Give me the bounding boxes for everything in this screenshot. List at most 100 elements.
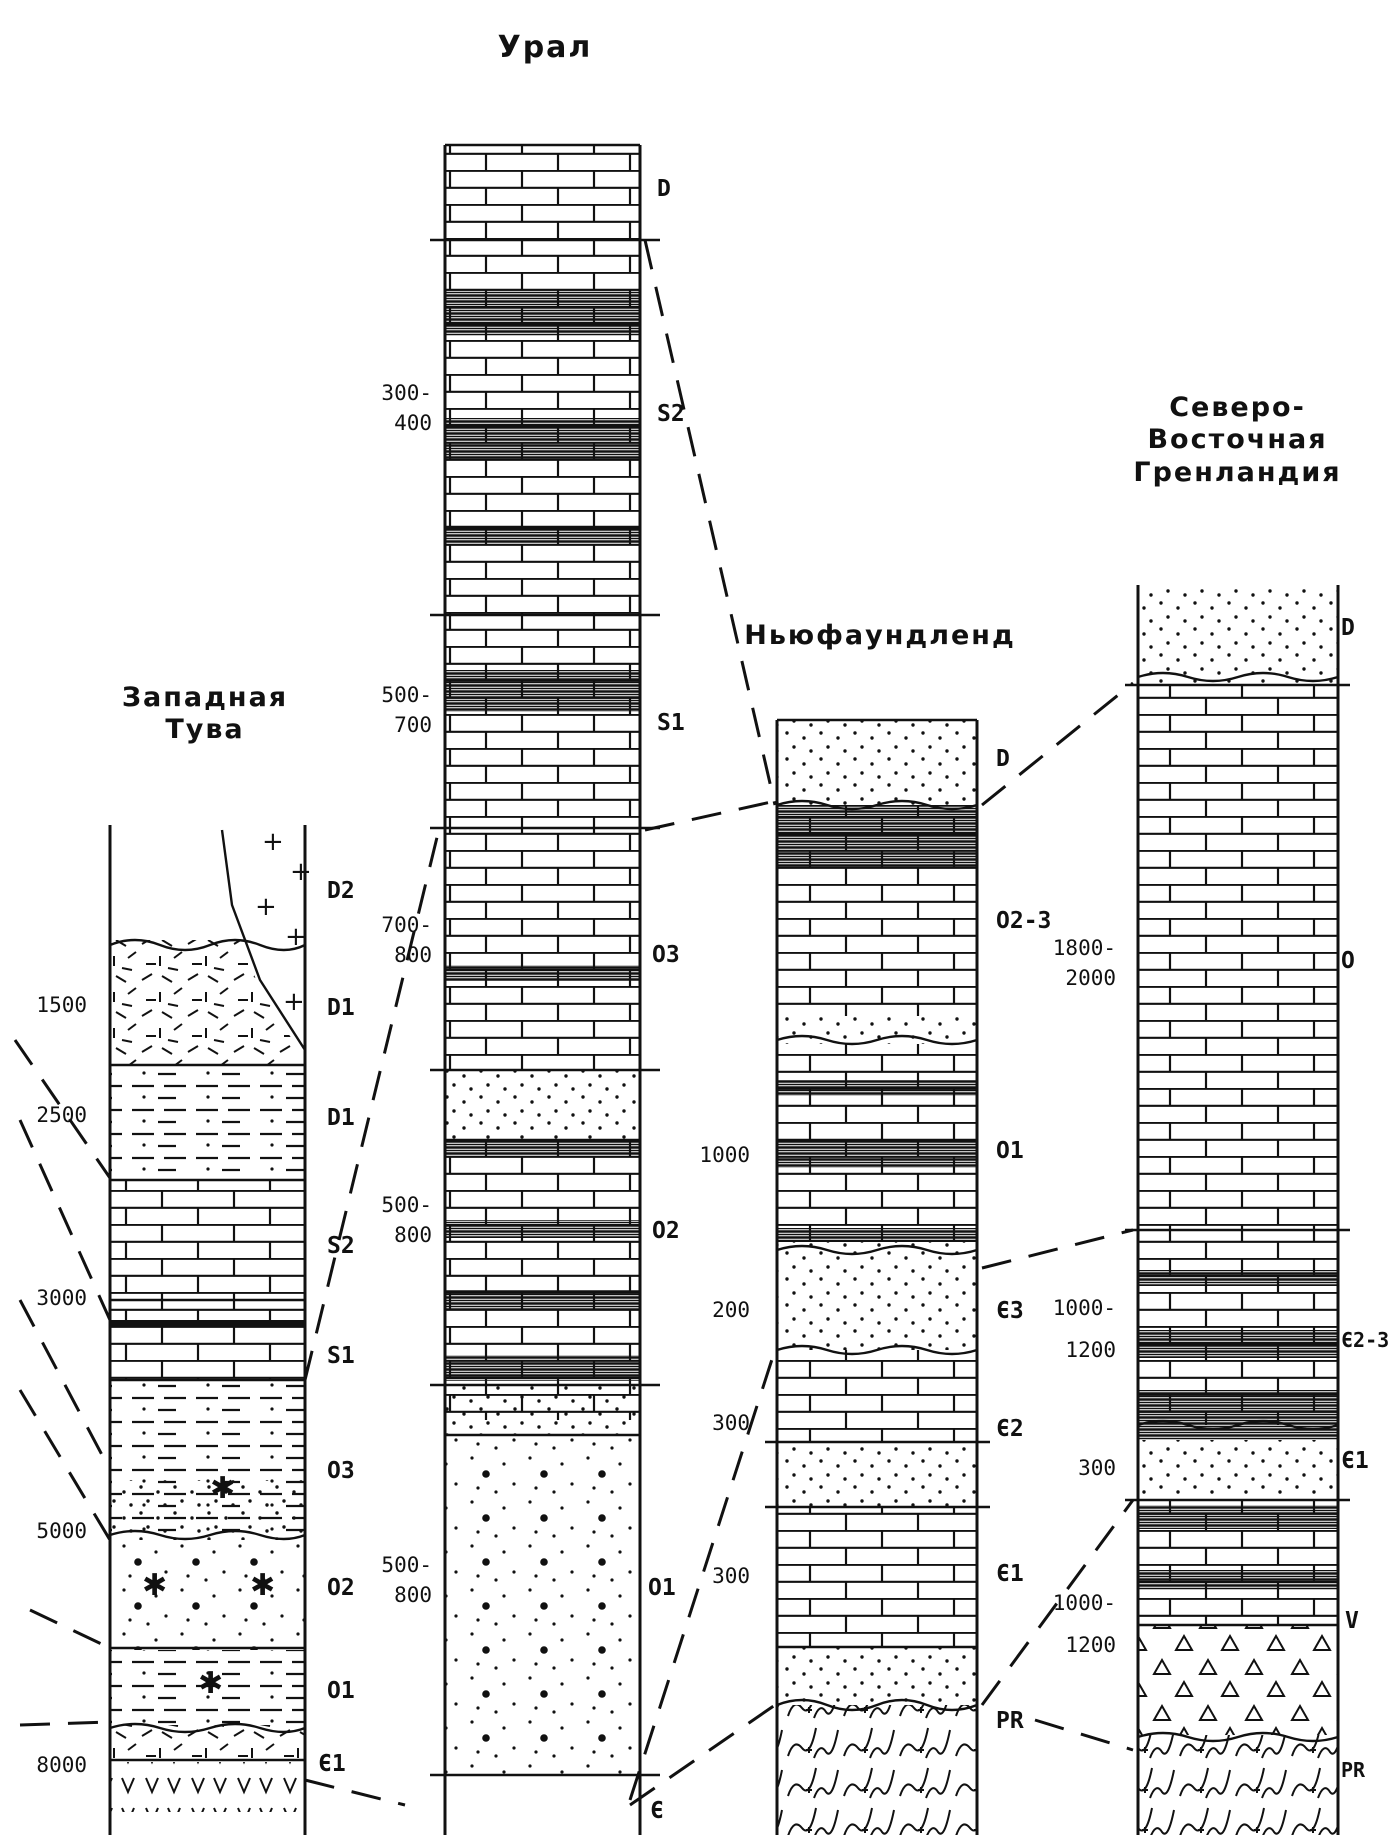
- svg-text:+: +: [262, 827, 284, 857]
- nf-age-label: O1: [996, 1138, 1024, 1164]
- gr-thickness-label: 1200: [1065, 1338, 1116, 1362]
- tuva-silt-o1: [110, 1650, 305, 1725]
- ural-thickness-label: 500-: [381, 683, 432, 707]
- nf-sand-d: [777, 720, 977, 805]
- correlation-lines: [13, 239, 1135, 1807]
- gr-thickness-label: 300: [1078, 1456, 1116, 1480]
- gr-age-label: Є1: [1341, 1448, 1369, 1474]
- nf-shale-band: [777, 805, 977, 867]
- tuva-age-label: D2: [327, 878, 355, 904]
- tuva-silt-d1: [110, 1070, 305, 1180]
- ural-age-label: O1: [648, 1575, 676, 1601]
- nf-limestone-e1: [777, 1507, 977, 1647]
- ural-shale-band: [445, 525, 640, 545]
- gr-sand-d: [1138, 585, 1338, 685]
- title-ne-greenland: Северо- Восточная Гренландия: [1120, 392, 1355, 489]
- title-west-tuva: Западная Тува: [110, 682, 300, 747]
- ural-age-label: S1: [657, 710, 685, 736]
- svg-text:+: +: [255, 892, 277, 922]
- title-west-tuva-line1: Западная: [121, 682, 289, 713]
- tuva-age-label: D1: [327, 995, 355, 1021]
- gr-age-label: D: [1341, 615, 1355, 641]
- ural-thickness-label: 700: [394, 713, 432, 737]
- ural-thickness-label: 800: [394, 943, 432, 967]
- title-ne-greenland-line1: Северо-: [1169, 392, 1306, 423]
- ural-age-label: O2: [652, 1218, 680, 1244]
- nf-age-label: Є2: [996, 1416, 1024, 1442]
- svg-text:+: +: [290, 857, 312, 887]
- ural-sand-band: [445, 1070, 640, 1140]
- tuva-age-label: S1: [327, 1343, 355, 1369]
- tuva-thickness-label: 1500: [36, 993, 87, 1017]
- ural-thickness-label: 700-: [381, 913, 432, 937]
- svg-text:✱: ✱: [198, 1666, 223, 1701]
- tuva-age-label: O1: [327, 1678, 355, 1704]
- gr-thickness-label: 1000-: [1052, 1296, 1116, 1320]
- nf-limestone-o: [777, 805, 977, 1290]
- nf-thickness-label: 1000: [699, 1143, 750, 1167]
- svg-text:+: +: [283, 987, 305, 1017]
- title-ural: Урал: [497, 30, 593, 65]
- title-newfoundland: Ньюфаундленд: [744, 620, 1016, 651]
- column-ne-greenland: [1125, 585, 1350, 1835]
- gr-tillite-v: [1138, 1625, 1338, 1735]
- tuva-age-label: S2: [327, 1233, 355, 1259]
- gr-age-label: Є2-3: [1341, 1328, 1389, 1352]
- nf-sand-e3: [777, 1242, 977, 1350]
- gr-thickness-label: 1800-: [1052, 936, 1116, 960]
- title-ne-greenland-line2: Восточная: [1147, 424, 1328, 456]
- tuva-thickness-label: 8000: [36, 1753, 87, 1777]
- svg-text:✱: ✱: [210, 1471, 235, 1506]
- gr-thickness-label: 1200: [1065, 1633, 1116, 1657]
- tuva-age-label: Є1: [318, 1751, 346, 1777]
- tuva-age-label: O3: [327, 1458, 355, 1484]
- gr-age-label: PR: [1341, 1758, 1366, 1782]
- column-west-tuva: + + + + + ✱ ✱ ✱ ✱: [108, 790, 312, 1835]
- nf-age-label: D: [996, 746, 1010, 772]
- title-ne-greenland-line3: Гренландия: [1133, 456, 1342, 488]
- ural-shale-band: [445, 670, 640, 712]
- column-ural: [430, 143, 660, 1835]
- ural-sand-o1: [445, 1435, 640, 1775]
- tuva-thickness-label: 5000: [36, 1519, 87, 1543]
- ural-limestone-d: [445, 145, 640, 290]
- nf-age-label: Є3: [996, 1298, 1024, 1324]
- nf-age-label: Є1: [996, 1561, 1024, 1587]
- ural-age-label: D: [657, 176, 671, 202]
- tuva-age-label: D1: [327, 1105, 355, 1131]
- ural-thickness-label: 500-: [381, 1553, 432, 1577]
- ural-age-label: O3: [652, 942, 680, 968]
- tuva-thickness-label: 2500: [36, 1103, 87, 1127]
- ural-age-label: Є: [650, 1798, 664, 1824]
- tuva-volcanic-e1: [110, 1762, 305, 1812]
- tuva-sand-o2: [110, 1540, 305, 1650]
- gr-age-label: O: [1341, 948, 1355, 974]
- gr-thickness-label: 1000-: [1052, 1591, 1116, 1615]
- svg-text:✱: ✱: [142, 1568, 167, 1603]
- nf-basement-pr: [777, 1705, 977, 1835]
- title-west-tuva-line2: Тува: [165, 714, 245, 746]
- ural-thickness-label: 300-: [381, 381, 432, 405]
- ural-thickness-label: 800: [394, 1223, 432, 1247]
- ural-thickness-label: 500-: [381, 1193, 432, 1217]
- nf-thickness-label: 300: [712, 1564, 750, 1588]
- nf-age-label: PR: [996, 1708, 1024, 1734]
- ural-age-label: S2: [657, 401, 685, 427]
- svg-text:+: +: [285, 922, 307, 952]
- nf-age-label: O2-3: [996, 908, 1052, 934]
- ural-shale-band: [445, 965, 640, 981]
- ural-thickness-label: 400: [394, 411, 432, 435]
- gr-thickness-label: 2000: [1065, 966, 1116, 990]
- ural-shale-band: [445, 290, 640, 336]
- gr-limestone-o: [1138, 685, 1338, 1230]
- ural-thickness-label: 800: [394, 1583, 432, 1607]
- nf-limestone-e2: [777, 1350, 977, 1442]
- nf-thickness-label: 200: [712, 1298, 750, 1322]
- nf-thickness-label: 300: [712, 1411, 750, 1435]
- gr-age-label: V: [1345, 1608, 1359, 1634]
- gr-sand-e1: [1138, 1440, 1338, 1500]
- gr-basement-pr: [1138, 1735, 1338, 1835]
- column-newfoundland: [765, 718, 990, 1835]
- svg-text:✱: ✱: [250, 1568, 275, 1603]
